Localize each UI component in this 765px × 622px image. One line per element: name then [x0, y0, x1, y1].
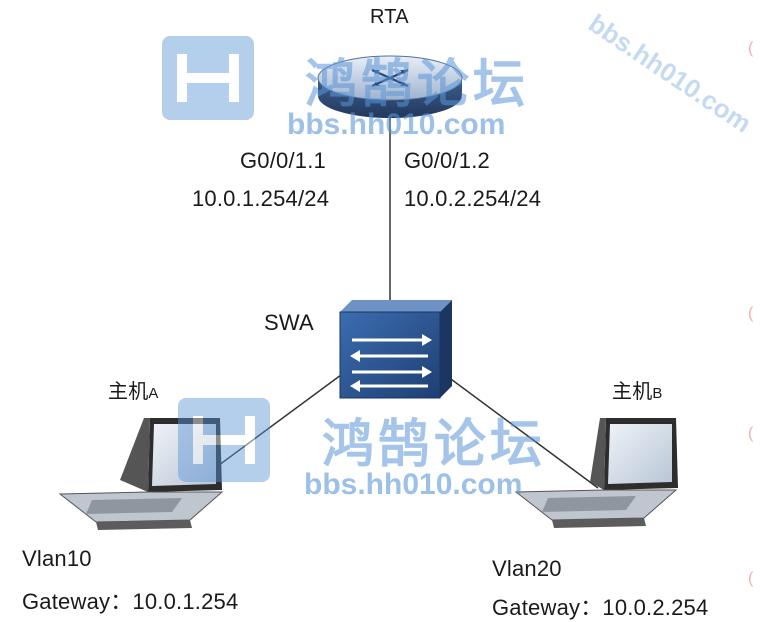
switch-icon — [339, 300, 452, 399]
host-a-gateway-label: Gateway： — [22, 589, 133, 614]
watermark-cn-text: 鸿鹄论坛 — [322, 416, 547, 474]
router-label: RTA — [370, 6, 409, 28]
host-a-gateway: Gateway：10.0.1.254 — [22, 584, 238, 616]
interface-name-2: G0/0/1.2 — [404, 148, 490, 173]
edge-mark: ( — [748, 305, 754, 322]
watermark-url-text: bbs.hh010.com — [304, 468, 523, 501]
interface-ip-2: 10.0.2.254/24 — [404, 186, 542, 211]
edge-mark: ( — [748, 40, 754, 57]
switch-label: SWA — [264, 310, 314, 335]
watermark-url-text: bbs.hh010.com — [287, 108, 506, 141]
watermark-logo-icon — [178, 398, 270, 482]
host-b-gateway-ip: 10.0.2.254 — [602, 595, 709, 620]
host-b-gateway: Gateway：10.0.2.254 — [492, 590, 708, 622]
host-a-gateway-ip: 10.0.1.254 — [132, 589, 239, 614]
host-b-vlan: Vlan20 — [492, 556, 562, 581]
interface-name-1: G0/0/1.1 — [240, 148, 326, 173]
host-a-label: 主机A — [108, 375, 159, 404]
host-a-vlan: Vlan10 — [22, 546, 92, 571]
router-icon — [317, 55, 463, 118]
interface-ip-1: 10.0.1.254/24 — [192, 186, 330, 211]
link-switch-host-b — [435, 367, 599, 489]
edge-mark: ( — [748, 425, 754, 442]
host-a-suffix: A — [148, 385, 159, 402]
edge-mark: ( — [748, 570, 754, 587]
host-b-suffix: B — [652, 385, 663, 402]
host-b-label: 主机B — [612, 375, 663, 404]
laptop-a-icon — [58, 418, 224, 530]
host-b-name: 主机 — [612, 381, 653, 403]
watermark-logo-icon — [162, 36, 254, 120]
host-a-name: 主机 — [108, 381, 149, 403]
laptop-b-icon — [514, 418, 678, 528]
watermark-cn-text: 鸿鹄论坛 — [305, 56, 530, 114]
host-b-gateway-label: Gateway： — [492, 595, 603, 620]
